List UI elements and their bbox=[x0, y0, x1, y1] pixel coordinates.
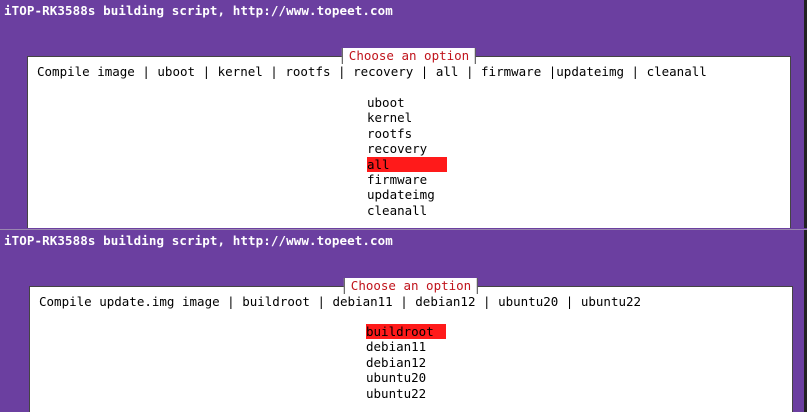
menu-item-rootfs[interactable]: rootfs bbox=[367, 125, 413, 141]
option-menu: buildroot debian11 debian12 ubuntu20 ubu… bbox=[366, 324, 446, 401]
menu-item-debian12[interactable]: debian12 bbox=[366, 354, 427, 370]
dialog-prompt: Compile update.img image | buildroot | d… bbox=[39, 294, 642, 309]
menu-item-uboot[interactable]: uboot bbox=[367, 95, 405, 110]
menu-item-cleanall[interactable]: cleanall bbox=[367, 202, 428, 218]
menu-item-updateimg[interactable]: updateimg bbox=[367, 187, 435, 203]
menu-item-ubuntu22[interactable]: ubuntu22 bbox=[366, 385, 427, 401]
menu-item-ubuntu20[interactable]: ubuntu20 bbox=[366, 370, 427, 386]
window-edge bbox=[804, 0, 807, 228]
dialog-title: Choose an option bbox=[343, 278, 479, 294]
script-title: iTOP-RK3588s building script, http://www… bbox=[4, 233, 393, 248]
top-terminal-panel: iTOP-RK3588s building script, http://www… bbox=[4, 0, 807, 228]
choose-option-dialog: Choose an option Compile image | uboot |… bbox=[27, 48, 791, 228]
choose-option-dialog: Choose an option Compile update.img imag… bbox=[29, 278, 793, 412]
menu-item-firmware[interactable]: firmware bbox=[367, 171, 428, 187]
menu-item-kernel[interactable]: kernel bbox=[367, 110, 413, 126]
option-menu: uboot kernel rootfs recovery all firmwar… bbox=[367, 95, 447, 218]
dialog-title: Choose an option bbox=[341, 48, 477, 64]
menu-item-debian11[interactable]: debian11 bbox=[366, 339, 427, 355]
script-title: iTOP-RK3588s building script, http://www… bbox=[4, 3, 393, 18]
window-edge bbox=[804, 230, 807, 412]
menu-item-recovery[interactable]: recovery bbox=[367, 141, 428, 157]
dialog-prompt: Compile image | uboot | kernel | rootfs … bbox=[37, 64, 707, 79]
bottom-terminal-panel: iTOP-RK3588s building script, http://www… bbox=[0, 229, 807, 412]
menu-item-all[interactable]: all bbox=[367, 156, 447, 172]
menu-item-buildroot[interactable]: buildroot bbox=[366, 324, 446, 340]
